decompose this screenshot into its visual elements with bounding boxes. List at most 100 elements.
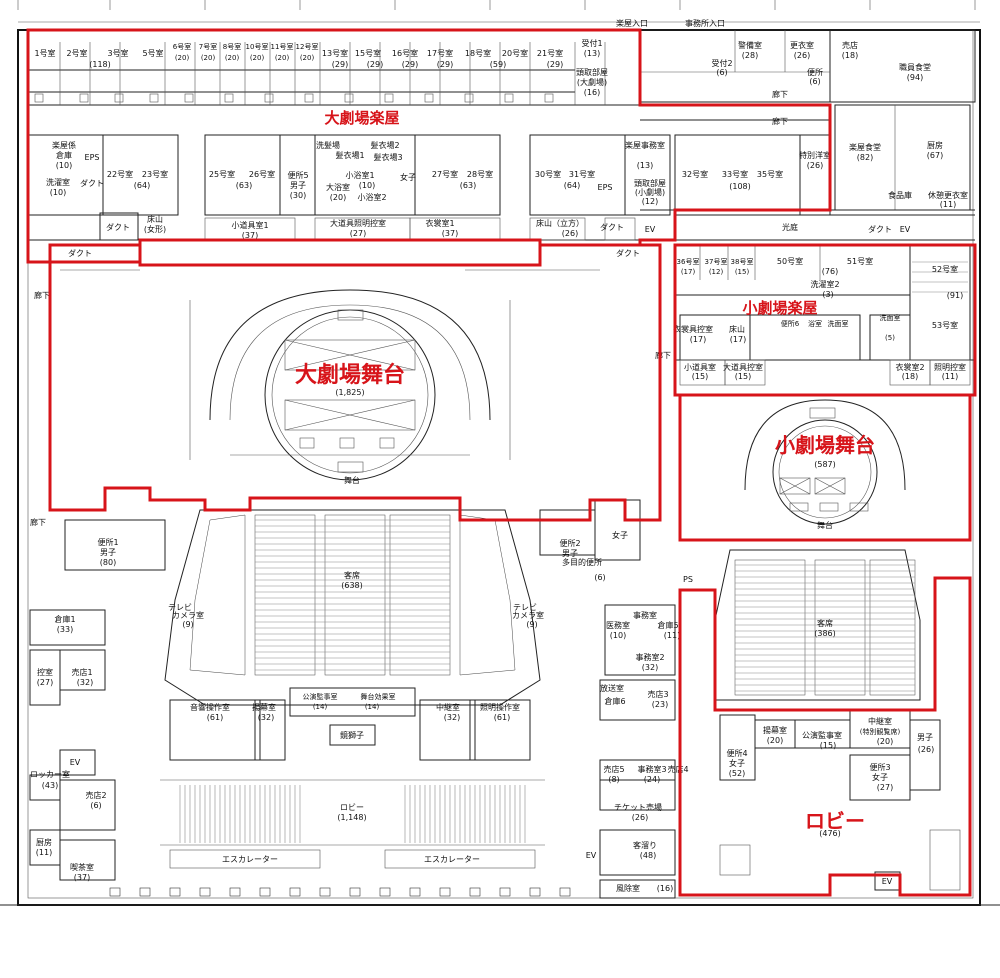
room-ishou2: 衣裳室2: [895, 362, 924, 372]
room-36-cap: (17): [681, 268, 696, 276]
room-terebi-l: テレビ: [168, 603, 192, 612]
room-koyoku1: 小浴室1: [345, 170, 374, 180]
room-21-cap: (29): [547, 60, 563, 69]
room-30: 30号室: [535, 169, 561, 179]
label-rouka-top: 廊下: [772, 89, 788, 99]
room-gakuya-shokudo: 楽屋食堂: [849, 142, 881, 152]
room-36: 36号室: [677, 257, 700, 266]
room-kami2: 髪衣場2: [370, 140, 399, 150]
label-office-entrance: 事務所入口: [685, 18, 725, 28]
room-kissa-cap: (37): [74, 873, 90, 882]
room-21: 21号室: [537, 48, 563, 58]
room-15: 15号室: [355, 48, 381, 58]
room-benjo4: 便所4: [726, 748, 747, 758]
main-kyakuseki-cap: (638): [341, 581, 363, 590]
label-rouka-3: 廊下: [655, 350, 671, 360]
room-17-cap: (29): [437, 60, 453, 69]
lobby-door: [229, 887, 241, 897]
label-duct-l: ダクト: [80, 178, 104, 188]
room-benjo-top: 便所: [807, 67, 823, 77]
lobby-door: [349, 887, 361, 897]
room-senmenjo2: 洗面室: [880, 313, 901, 322]
room-toridashi-dai-cap: (16): [584, 88, 600, 97]
room-benjo5: 便所5: [287, 170, 308, 180]
room-shodougu-sm: 小道具室: [684, 362, 716, 372]
room-jimu2-cap: (32): [642, 663, 658, 672]
room-oodougu-sm: 大道具控室: [723, 362, 763, 372]
room-oodougu-shoumei: 大道具照明控室: [330, 218, 386, 228]
lobby-door: [319, 887, 331, 897]
room-fuujo: 風除室: [616, 883, 640, 893]
label-ps: PS: [683, 575, 693, 584]
label-duct-far: ダクト: [868, 224, 892, 234]
room-koen-kanshi: 公演監事室: [303, 692, 338, 701]
room-benjo6: 便所6: [781, 319, 800, 328]
room-31: 31号室: [569, 169, 595, 179]
room-kami3: 髪衣場3: [373, 152, 402, 162]
room-shokuin-shokudo: 職員食堂: [899, 62, 931, 72]
lobby-door: [259, 887, 271, 897]
room-joshi-1: 女子: [400, 172, 416, 182]
room-benjo2: 便所2: [559, 538, 580, 548]
zone-main-stage-outline: [48, 243, 662, 522]
room-22-cap: (64): [134, 181, 150, 190]
room-souko6: 倉庫6: [604, 696, 625, 706]
room-jimu2: 事務室2: [635, 652, 664, 662]
label-gakuya-entrance: 楽屋入口: [616, 18, 648, 28]
label-ev-1: EV: [645, 225, 656, 234]
room-jimu3-cap: (24): [644, 775, 660, 784]
room-12: 12号室: [296, 42, 319, 51]
lobby-label: ロビー: [340, 803, 364, 812]
zone-label-small-stage: 小劇場舞台: [775, 433, 875, 457]
room-12-cap: (20): [300, 54, 315, 62]
room-yukayama: 床山: [729, 324, 745, 334]
room-baiten1: 売店1: [71, 667, 92, 677]
room-souko1-cap: (33): [57, 625, 73, 634]
room-yuka-tachi: 床山（立方）: [536, 218, 584, 228]
room-kyakudamari-cap: (48): [640, 851, 656, 860]
room-52-cap: (91): [947, 291, 963, 300]
room-17: 17号室: [427, 48, 453, 58]
zone-label-main-dressing: 大劇場楽屋: [324, 109, 399, 127]
label-eps-l: EPS: [85, 153, 100, 162]
room-koen-kanshi-sm: 公演監事室: [802, 730, 842, 740]
label-duct-r: ダクト: [600, 222, 624, 232]
zone-label-main-stage: 大劇場舞台: [295, 362, 405, 388]
room-33: 33号室: [722, 169, 748, 179]
room-onkyou: 音響操作室: [190, 702, 230, 712]
room-38-cap: (15): [735, 268, 750, 276]
room-shokuhinko: 食品庫: [888, 190, 912, 200]
label-duct-bottom-r: ダクト: [616, 248, 640, 258]
small-kyakuseki: 客席: [817, 618, 833, 628]
room-baiten3: 売店3: [647, 689, 668, 699]
room-tokubetsu-kanran: (特別観覧席): [860, 727, 901, 736]
room-gakuya-jimu-cap: (13): [637, 161, 653, 170]
small-lobby-cap: (476): [819, 829, 841, 838]
room-18: 18号室: [465, 48, 491, 58]
room-kyukei: 休憩更衣室: [928, 190, 968, 200]
room-baiten1-cap: (32): [77, 678, 93, 687]
room-keibi-cap: (28): [742, 51, 758, 60]
room-27: 27号室: [432, 169, 458, 179]
room-souko5-cap: (11): [664, 631, 680, 640]
room-kouishitsu-cap: (26): [794, 51, 810, 60]
room-gakuya-jimu-1: 楽屋事務室: [625, 140, 665, 150]
room-benjo4-f: 女子: [729, 758, 745, 768]
room-joshi-2: 女子: [612, 530, 628, 540]
room-hikimaku-sm: 揚幕室: [763, 725, 787, 735]
small-kyakuseki-cap: (386): [814, 629, 836, 638]
room-shoumeihikae-cap: (11): [942, 372, 958, 381]
room-ishou2-cap: (18): [902, 372, 918, 381]
left-side-rooms: [29, 519, 166, 881]
room-kissa: 喫茶室: [70, 862, 94, 872]
room-koyoku2: 小浴室2: [357, 192, 386, 202]
room-housou: 放送室: [600, 683, 624, 693]
room-ishouhikae-cap: (17): [690, 335, 706, 344]
room-benjo3-cap: (27): [877, 783, 893, 792]
room-6: 6号室: [173, 42, 191, 51]
room-rocker: ロッカー室: [30, 769, 70, 779]
room-15-cap: (29): [367, 60, 383, 69]
label-escalator-r: エスカレーター: [424, 855, 480, 864]
room-11: 11号室: [271, 42, 294, 51]
